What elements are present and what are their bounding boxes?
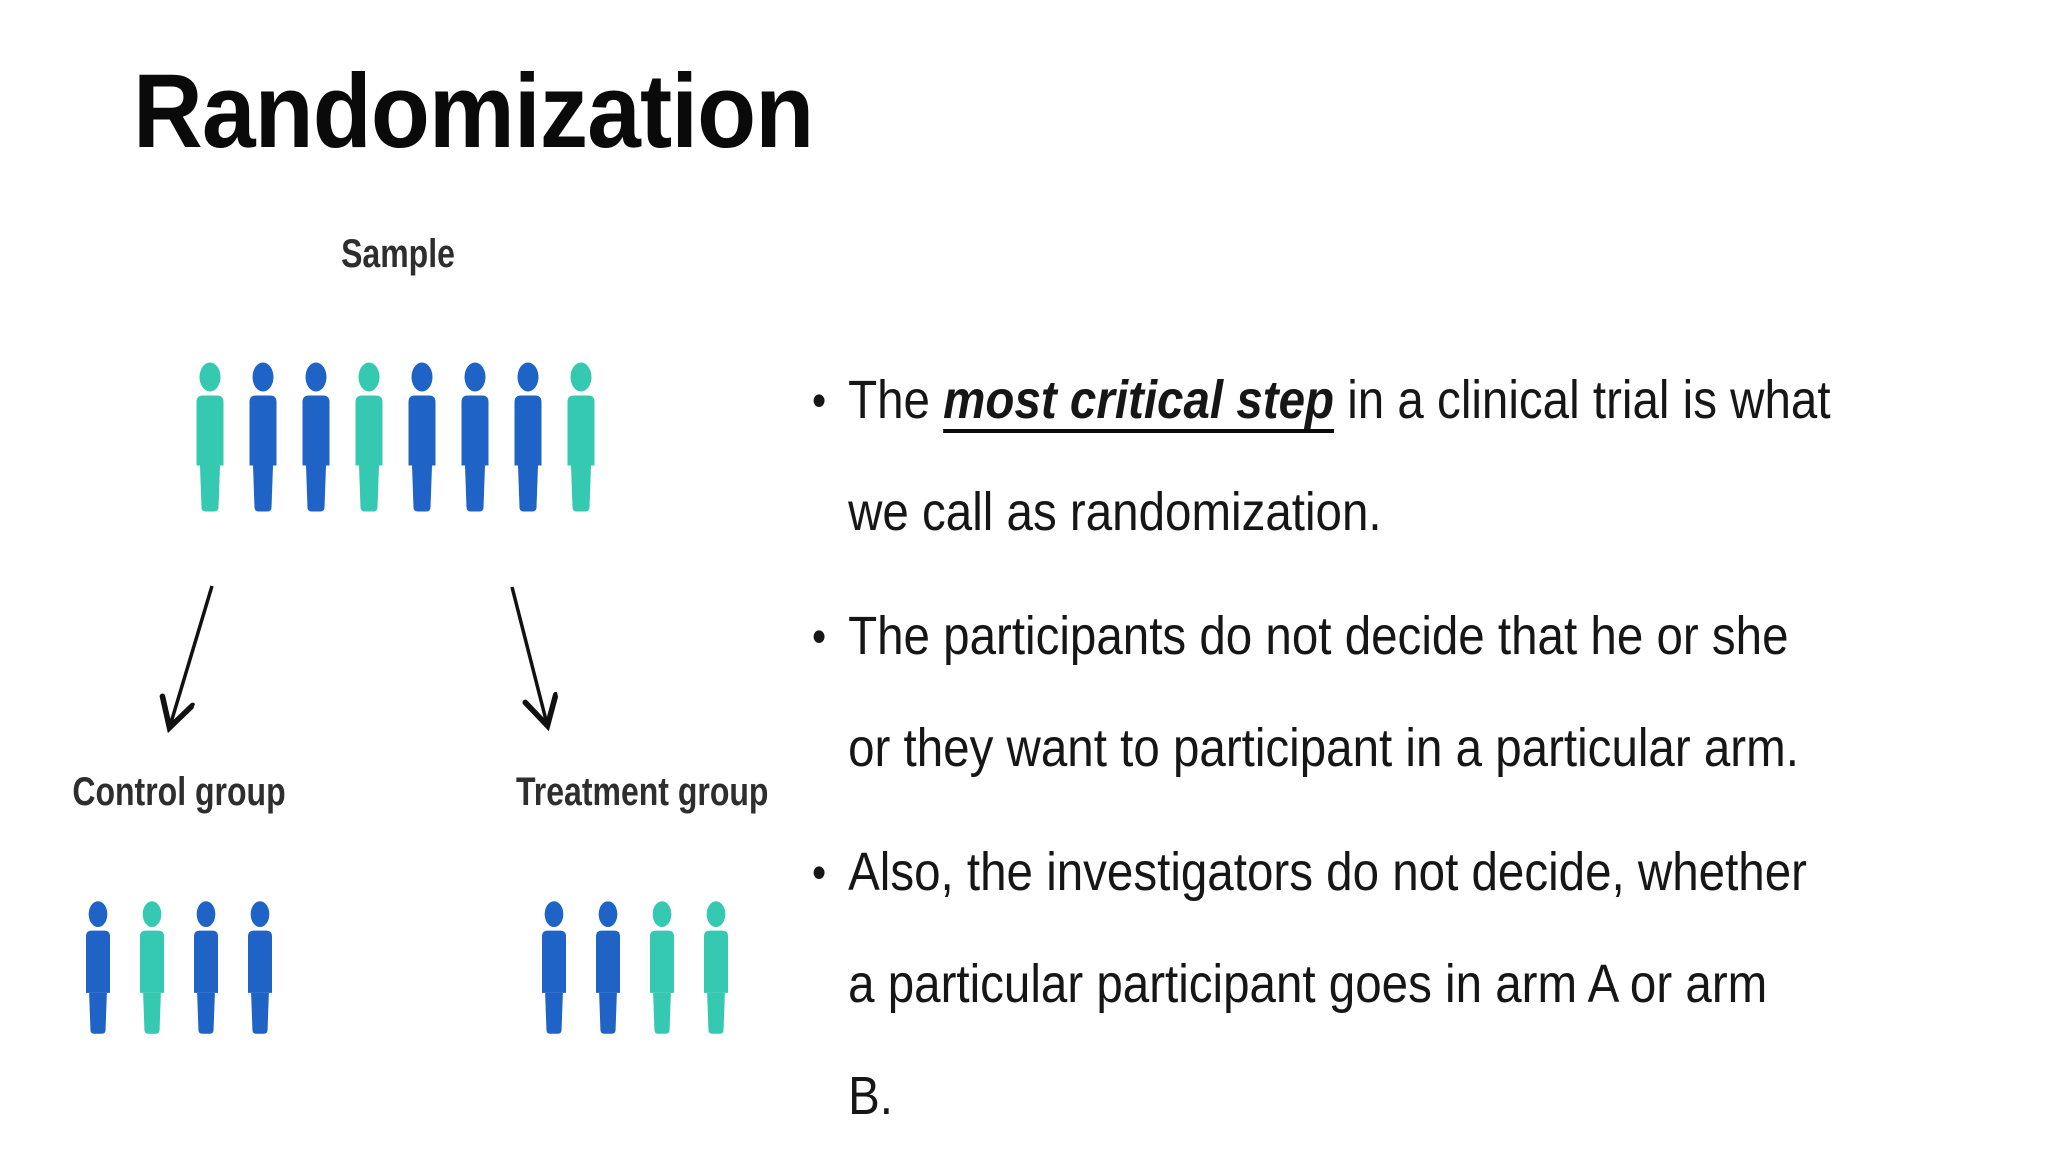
person-icon-blue	[514, 362, 542, 512]
person-icon-blue	[408, 362, 436, 512]
control-group-label: Control group	[72, 770, 286, 814]
person-icon-teal	[567, 362, 595, 512]
bullet-line: Also, the investigators do not decide, w…	[848, 842, 1807, 902]
person-icon-blue	[461, 362, 489, 512]
person-icon-teal	[196, 362, 224, 512]
sample-label: Sample	[341, 232, 455, 276]
person-icon-blue	[248, 901, 272, 1034]
bullet-line: B.	[848, 1066, 893, 1126]
bullet-line: The most critical step in a clinical tri…	[848, 370, 1831, 430]
emphasized-phrase: most critical step	[943, 370, 1335, 430]
bullet-marker: •	[812, 610, 827, 662]
bullet-line: or they want to participant in a particu…	[848, 718, 1799, 778]
bullet-item-2: • The participants do not decide that he …	[812, 580, 2026, 804]
treatment-group-icon-row	[538, 900, 732, 1035]
bullet-item-3: • Also, the investigators do not decide, …	[812, 816, 2026, 1152]
treatment-group-label: Treatment group	[516, 770, 769, 814]
split-arrows	[120, 585, 580, 745]
arrow-down-right-icon	[510, 586, 547, 724]
person-icon-teal	[650, 901, 674, 1034]
person-icon-teal	[355, 362, 383, 512]
bullet-line: a particular participant goes in arm A o…	[848, 954, 1768, 1014]
person-icon-blue	[249, 362, 277, 512]
person-icon-blue	[86, 901, 110, 1034]
person-icon-blue	[194, 901, 218, 1034]
person-icon-blue	[596, 901, 620, 1034]
bullet-marker: •	[812, 846, 827, 898]
person-icon-teal	[140, 901, 164, 1034]
page-title: Randomization	[133, 53, 814, 170]
bullet-list: • The most critical step in a clinical tr…	[812, 344, 2026, 1152]
person-icon-teal	[704, 901, 728, 1034]
arrow-down-left-icon	[170, 585, 214, 726]
bullet-marker: •	[812, 374, 827, 426]
sample-icon-row	[192, 362, 599, 512]
person-icon-blue	[542, 901, 566, 1034]
bullet-line: we call as randomization.	[848, 482, 1382, 542]
bullet-line: The participants do not decide that he o…	[848, 606, 1789, 666]
person-icon-blue	[302, 362, 330, 512]
control-group-icon-row	[82, 900, 276, 1035]
bullet-item-1: • The most critical step in a clinical tr…	[812, 344, 2026, 568]
